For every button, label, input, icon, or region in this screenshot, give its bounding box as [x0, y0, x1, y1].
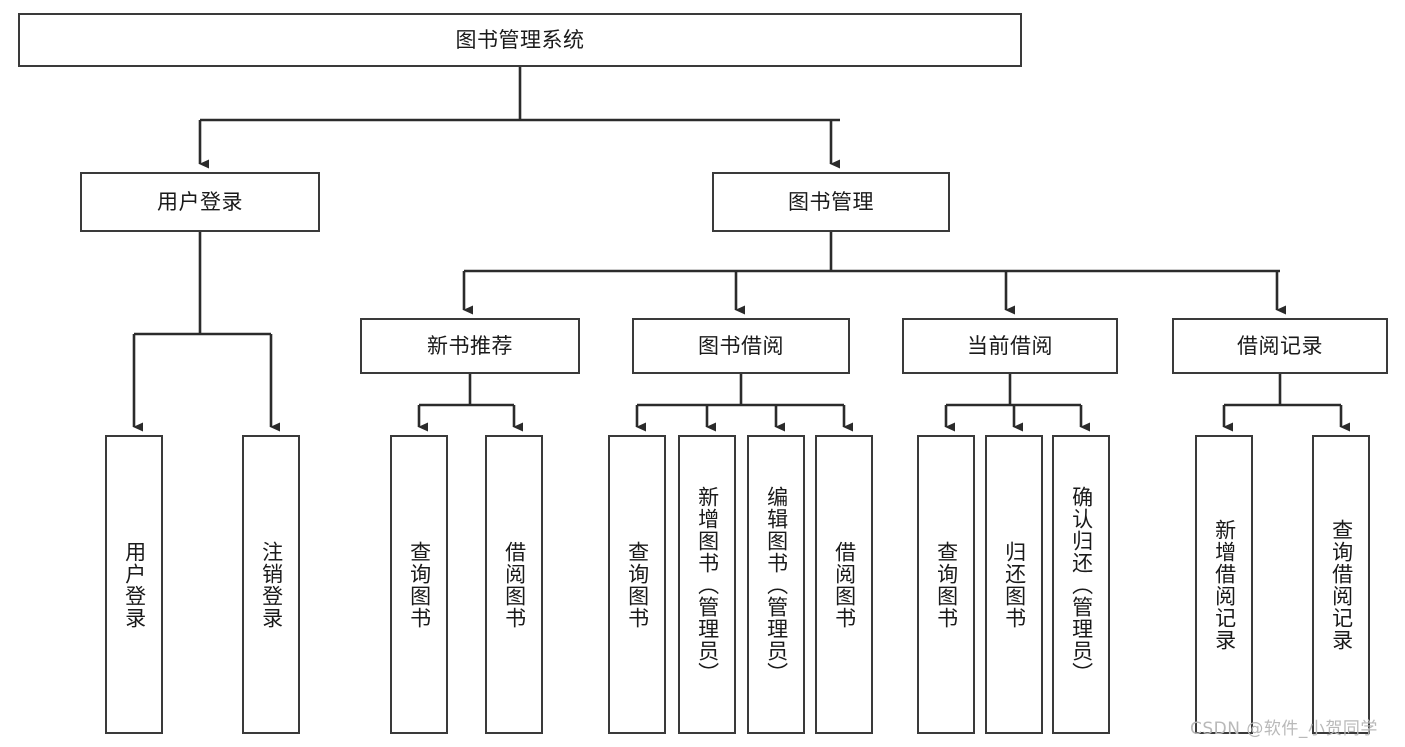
node-leaf-borrow-book-1[interactable]: 借阅图书 [485, 435, 543, 734]
node-book-manage-label: 图书管理 [788, 189, 874, 214]
node-leaf-return-book[interactable]: 归还图书 [985, 435, 1043, 734]
node-user-login-label: 用户登录 [157, 189, 243, 214]
node-book-manage[interactable]: 图书管理 [712, 172, 950, 232]
node-book-borrow-label: 图书借阅 [698, 333, 784, 358]
node-leaf-query-book-3[interactable]: 查询图书 [917, 435, 975, 734]
node-borrow-record-label: 借阅记录 [1237, 333, 1323, 358]
node-new-book-rec[interactable]: 新书推荐 [360, 318, 580, 374]
node-root-label: 图书管理系统 [455, 27, 585, 52]
node-book-borrow[interactable]: 图书借阅 [632, 318, 850, 374]
node-leaf-add-book-admin[interactable]: 新增图书（管理员） [678, 435, 736, 734]
node-leaf-add-borrow-record-label: 新增借阅记录 [1212, 518, 1237, 651]
node-leaf-query-borrow-record-label: 查询借阅记录 [1329, 518, 1354, 651]
node-user-login[interactable]: 用户登录 [80, 172, 320, 232]
node-leaf-logout-login[interactable]: 注销登录 [242, 435, 300, 734]
node-leaf-add-borrow-record[interactable]: 新增借阅记录 [1195, 435, 1253, 734]
node-leaf-query-book-2-label: 查询图书 [625, 540, 650, 629]
node-leaf-user-login-label: 用户登录 [122, 540, 147, 629]
node-leaf-borrow-book-2-label: 借阅图书 [832, 540, 857, 629]
node-leaf-confirm-return-admin-label: 确认归还（管理员） [1069, 485, 1094, 684]
node-leaf-user-login[interactable]: 用户登录 [105, 435, 163, 734]
node-leaf-query-book-2[interactable]: 查询图书 [608, 435, 666, 734]
node-leaf-logout-login-label: 注销登录 [259, 540, 284, 629]
node-new-book-rec-label: 新书推荐 [427, 333, 513, 358]
node-leaf-add-book-admin-label: 新增图书（管理员） [695, 485, 720, 684]
node-current-borrow[interactable]: 当前借阅 [902, 318, 1118, 374]
node-leaf-query-book-1-label: 查询图书 [407, 540, 432, 629]
node-leaf-query-book-3-label: 查询图书 [934, 540, 959, 629]
node-borrow-record[interactable]: 借阅记录 [1172, 318, 1388, 374]
node-leaf-edit-book-admin[interactable]: 编辑图书（管理员） [747, 435, 805, 734]
node-leaf-edit-book-admin-label: 编辑图书（管理员） [764, 485, 789, 684]
node-root[interactable]: 图书管理系统 [18, 13, 1022, 67]
node-leaf-borrow-book-1-label: 借阅图书 [502, 540, 527, 629]
node-current-borrow-label: 当前借阅 [967, 333, 1053, 358]
node-leaf-borrow-book-2[interactable]: 借阅图书 [815, 435, 873, 734]
node-leaf-confirm-return-admin[interactable]: 确认归还（管理员） [1052, 435, 1110, 734]
node-leaf-query-book-1[interactable]: 查询图书 [390, 435, 448, 734]
node-leaf-return-book-label: 归还图书 [1002, 540, 1027, 629]
node-leaf-query-borrow-record[interactable]: 查询借阅记录 [1312, 435, 1370, 734]
watermark-text: CSDN @软件_小贺同学 [1190, 719, 1378, 739]
